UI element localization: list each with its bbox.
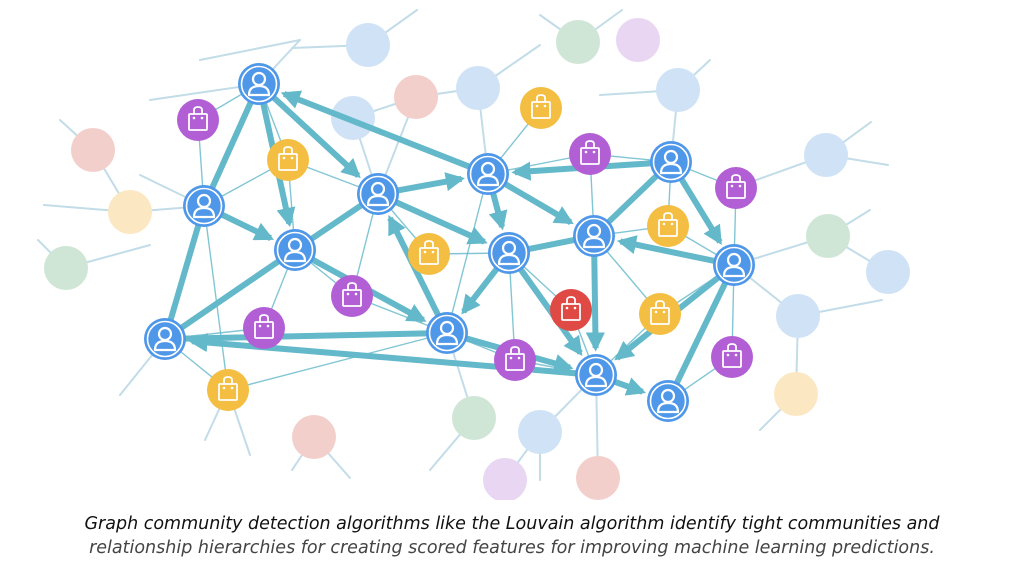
directed-edge bbox=[585, 255, 605, 352]
background-node bbox=[452, 396, 496, 440]
background-node bbox=[71, 128, 115, 172]
directed-edge bbox=[678, 177, 723, 246]
background-node bbox=[394, 75, 438, 119]
background-node bbox=[774, 372, 818, 416]
relationship-edge bbox=[446, 173, 489, 334]
directed-edge bbox=[488, 192, 508, 231]
directed-edge bbox=[397, 172, 465, 194]
shopping-bag-icon bbox=[243, 307, 285, 349]
background-nodes bbox=[44, 18, 910, 500]
caption-line-1: Graph community detection algorithms lik… bbox=[84, 514, 940, 534]
community-edge bbox=[167, 224, 202, 321]
community-graph-diagram bbox=[37, 9, 910, 500]
user-icon bbox=[183, 185, 225, 227]
shopping-bag-icon bbox=[494, 339, 536, 381]
directed-edge bbox=[220, 212, 274, 241]
community-edge bbox=[184, 330, 428, 342]
directed-edge bbox=[395, 199, 488, 245]
shopping-bag-icon bbox=[331, 275, 373, 317]
shopping-bag-icon bbox=[715, 167, 757, 209]
shopping-bag-icon bbox=[711, 336, 753, 378]
shopping-bag-icon bbox=[408, 233, 450, 275]
caption-line-2: relationship hierarchies for creating sc… bbox=[89, 538, 935, 558]
community-edge bbox=[674, 281, 728, 385]
background-node bbox=[346, 23, 390, 67]
shopping-bag-icon bbox=[520, 87, 562, 129]
user-icon bbox=[647, 380, 689, 422]
user-icon bbox=[274, 229, 316, 271]
user-icon bbox=[357, 173, 399, 215]
background-node bbox=[806, 214, 850, 258]
directed-edge bbox=[616, 235, 716, 264]
background-node bbox=[44, 246, 88, 290]
community-edge bbox=[528, 236, 575, 253]
user-icon bbox=[573, 215, 615, 257]
background-node bbox=[656, 68, 700, 112]
shopping-bag-icon bbox=[550, 289, 592, 331]
figure-caption: Graph community detection algorithms lik… bbox=[0, 512, 1024, 560]
directed-edge bbox=[271, 95, 361, 179]
background-node bbox=[866, 250, 910, 294]
shopping-bag-icon bbox=[207, 369, 249, 411]
community-edge bbox=[209, 100, 254, 190]
graph-nodes bbox=[144, 63, 757, 422]
user-icon bbox=[575, 354, 617, 396]
shopping-bag-icon bbox=[639, 293, 681, 335]
directed-edge bbox=[280, 90, 471, 170]
background-node bbox=[518, 410, 562, 454]
shopping-bag-icon bbox=[569, 133, 611, 175]
user-icon bbox=[488, 232, 530, 274]
background-node bbox=[576, 456, 620, 500]
shopping-bag-icon bbox=[267, 139, 309, 181]
user-icon bbox=[713, 244, 755, 286]
user-icon bbox=[238, 63, 280, 105]
user-icon bbox=[426, 312, 468, 354]
community-edge bbox=[309, 202, 364, 242]
background-node bbox=[556, 20, 600, 64]
background-node bbox=[108, 190, 152, 234]
directed-edge bbox=[503, 181, 574, 225]
user-icon bbox=[144, 318, 186, 360]
community-edge bbox=[179, 258, 281, 331]
shopping-bag-icon bbox=[647, 205, 689, 247]
directed-edge bbox=[613, 377, 646, 396]
user-icon bbox=[467, 153, 509, 195]
relationship-edge bbox=[203, 205, 229, 391]
background-edge bbox=[199, 39, 301, 61]
shopping-bag-icon bbox=[177, 99, 219, 141]
background-node bbox=[456, 66, 500, 110]
directed-edge bbox=[461, 266, 500, 315]
relationship-edge bbox=[227, 332, 448, 391]
background-node bbox=[483, 458, 527, 500]
user-icon bbox=[650, 141, 692, 183]
background-node bbox=[616, 18, 660, 62]
background-node bbox=[292, 415, 336, 459]
background-node bbox=[804, 133, 848, 177]
community-edge bbox=[606, 173, 659, 225]
background-node bbox=[776, 294, 820, 338]
